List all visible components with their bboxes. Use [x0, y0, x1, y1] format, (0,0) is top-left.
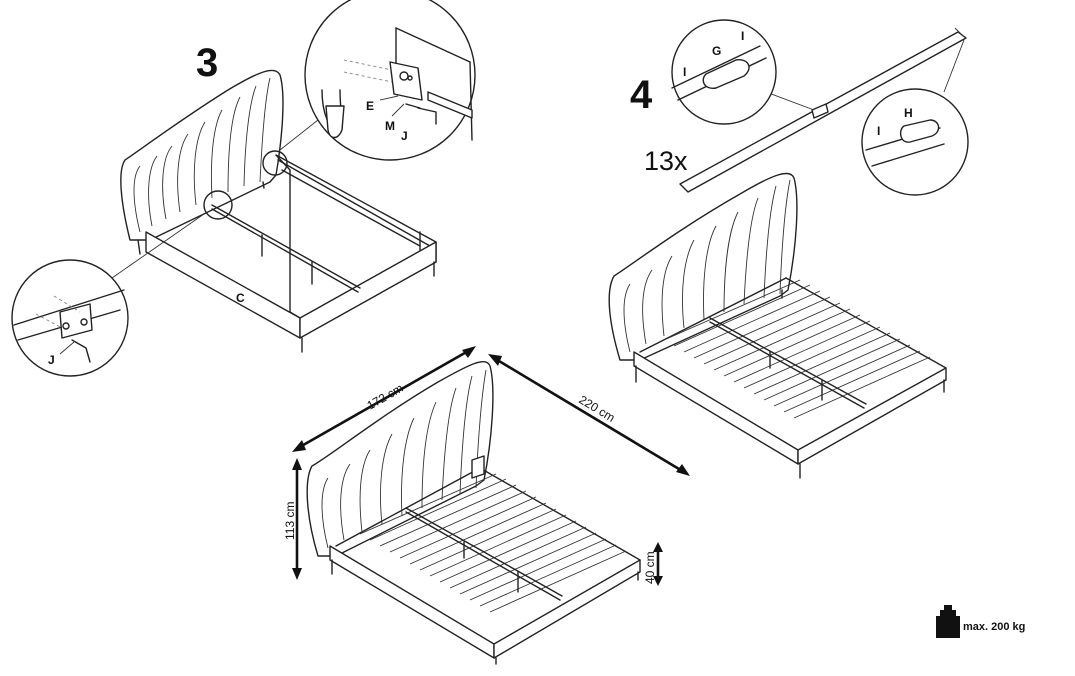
step-3-number: 3	[196, 41, 218, 85]
step-4-number: 4	[630, 73, 653, 117]
dimension-frame-height: 40 cm	[643, 551, 657, 584]
detail-bracket-top	[304, 0, 476, 161]
dimension-height: 113 cm	[283, 502, 297, 540]
label-I-left: I	[683, 65, 686, 79]
detail-beam-bracket	[11, 259, 129, 377]
step-4-bed	[608, 172, 947, 479]
detail-strap-end-h	[861, 88, 969, 196]
label-I-right: I	[741, 29, 744, 43]
strap-quantity: 13x	[644, 146, 688, 176]
slat-strap	[679, 27, 967, 193]
label-J-bottom: J	[48, 353, 55, 367]
weight-icon	[936, 605, 960, 638]
detail-strap-clip-g	[671, 19, 777, 125]
label-G: G	[712, 44, 721, 58]
dimension-arrows	[292, 346, 690, 586]
label-I-bottom: I	[877, 124, 880, 138]
label-H: H	[904, 106, 913, 120]
label-M: M	[385, 119, 395, 133]
step-3-bed-frame	[111, 69, 437, 353]
label-J-top: J	[401, 129, 408, 143]
label-E: E	[366, 99, 374, 113]
max-load-label: max. 200 kg	[963, 621, 1025, 633]
label-C: C	[236, 291, 245, 305]
dimension-bed	[306, 361, 641, 665]
